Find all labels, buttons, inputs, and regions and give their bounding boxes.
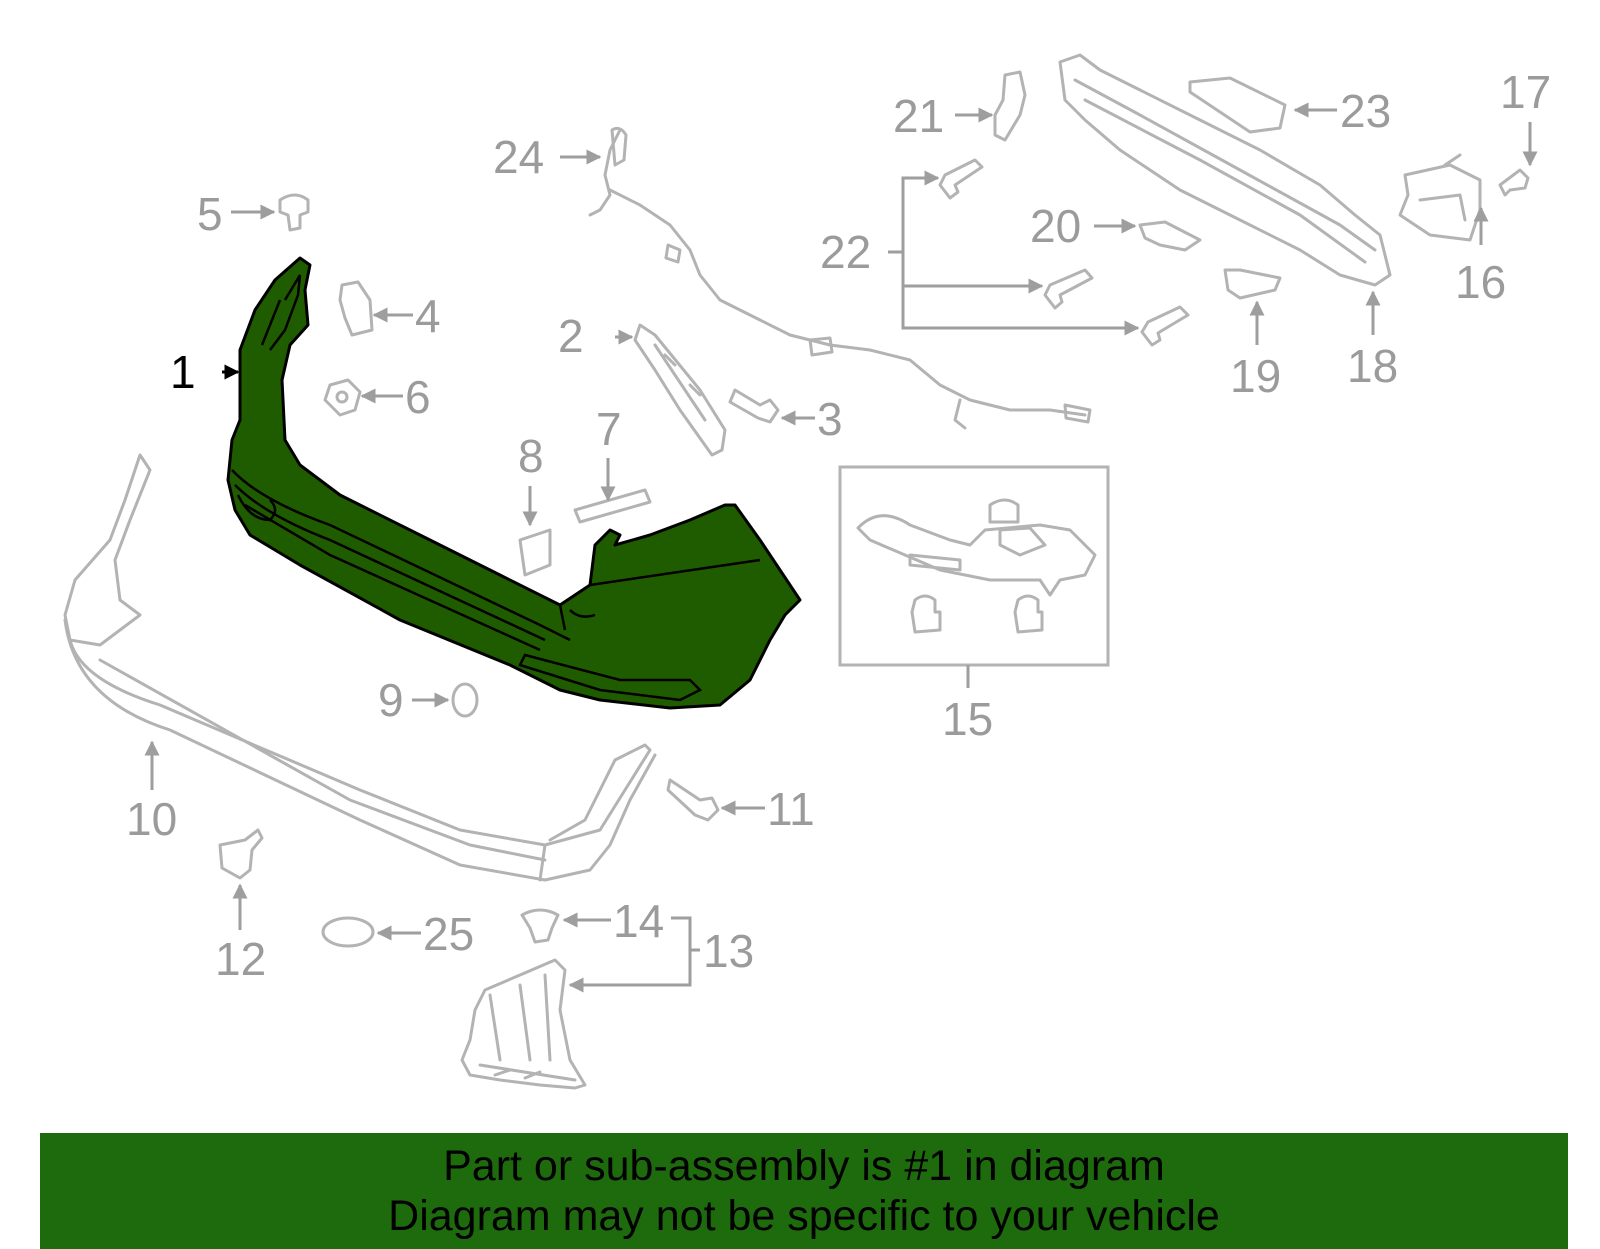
callout-16[interactable]: 16 bbox=[1455, 256, 1506, 308]
callout-11[interactable]: 11 bbox=[767, 783, 815, 835]
callout-22[interactable]: 22 bbox=[820, 226, 871, 278]
callout-labels: 1 2 3 4 5 6 7 8 9 10 11 12 13 14 15 16 1… bbox=[126, 66, 1551, 985]
part-5-clip[interactable] bbox=[278, 193, 310, 232]
part-6-nut[interactable] bbox=[323, 378, 362, 417]
callout-20[interactable]: 20 bbox=[1030, 200, 1081, 252]
banner-line-disclaimer: Diagram may not be specific to your vehi… bbox=[388, 1192, 1220, 1240]
callout-6[interactable]: 6 bbox=[405, 371, 431, 423]
callout-4[interactable]: 4 bbox=[415, 290, 441, 342]
part-20-bracket[interactable] bbox=[1138, 220, 1202, 252]
part-9-grommet[interactable] bbox=[451, 682, 479, 718]
callout-5[interactable]: 5 bbox=[197, 188, 223, 240]
part-2-side-bracket[interactable] bbox=[633, 323, 727, 457]
callout-17[interactable]: 17 bbox=[1500, 66, 1551, 118]
callout-14[interactable]: 14 bbox=[613, 895, 664, 947]
part-3-bolt[interactable] bbox=[728, 388, 780, 424]
part-24-wiring-harness[interactable] bbox=[588, 126, 1092, 430]
part-17-bolt[interactable] bbox=[1498, 168, 1530, 197]
part-21-bracket[interactable] bbox=[993, 70, 1027, 142]
part-12-bracket[interactable] bbox=[218, 828, 264, 880]
part-25-seal[interactable] bbox=[321, 916, 375, 948]
callout-23[interactable]: 23 bbox=[1340, 85, 1391, 137]
part-22-screws[interactable] bbox=[938, 158, 1190, 347]
callout-21[interactable]: 21 bbox=[893, 90, 944, 142]
banner-line-part: Part or sub-assembly is #1 in diagram bbox=[443, 1142, 1165, 1190]
leader-lines bbox=[144, 102, 1538, 993]
callout-24[interactable]: 24 bbox=[493, 131, 544, 183]
callout-12[interactable]: 12 bbox=[215, 933, 266, 985]
callout-3[interactable]: 3 bbox=[817, 393, 843, 445]
callout-2[interactable]: 2 bbox=[558, 310, 584, 362]
callout-8[interactable]: 8 bbox=[518, 430, 544, 482]
info-banner: Part or sub-assembly is #1 in diagram Di… bbox=[40, 1133, 1568, 1249]
part-15-reflector-kit[interactable] bbox=[838, 465, 1110, 688]
part-11-bolt[interactable] bbox=[666, 778, 720, 822]
part-8-pad[interactable] bbox=[518, 528, 552, 577]
part-13-splash-shield[interactable] bbox=[460, 958, 587, 1090]
callout-9[interactable]: 9 bbox=[378, 674, 404, 726]
callout-15[interactable]: 15 bbox=[942, 693, 993, 745]
part-23-strip[interactable] bbox=[1188, 76, 1287, 134]
part-18-reinforcement-beam[interactable] bbox=[1058, 53, 1392, 287]
part-1-bumper-cover[interactable] bbox=[226, 256, 802, 710]
part-14-clip[interactable] bbox=[520, 908, 560, 944]
callout-13[interactable]: 13 bbox=[703, 925, 754, 977]
part-16-bracket[interactable] bbox=[1398, 153, 1482, 242]
callout-19[interactable]: 19 bbox=[1230, 350, 1281, 402]
callout-7[interactable]: 7 bbox=[596, 403, 622, 455]
part-4-bracket[interactable] bbox=[338, 280, 374, 337]
part-19-pad[interactable] bbox=[1223, 268, 1282, 300]
callout-18[interactable]: 18 bbox=[1347, 340, 1398, 392]
callout-10[interactable]: 10 bbox=[126, 793, 177, 845]
callout-25[interactable]: 25 bbox=[423, 908, 474, 960]
part-7-strip[interactable] bbox=[573, 488, 652, 524]
part-10-lower-valance[interactable] bbox=[63, 453, 657, 882]
callout-1[interactable]: 1 bbox=[170, 346, 196, 398]
